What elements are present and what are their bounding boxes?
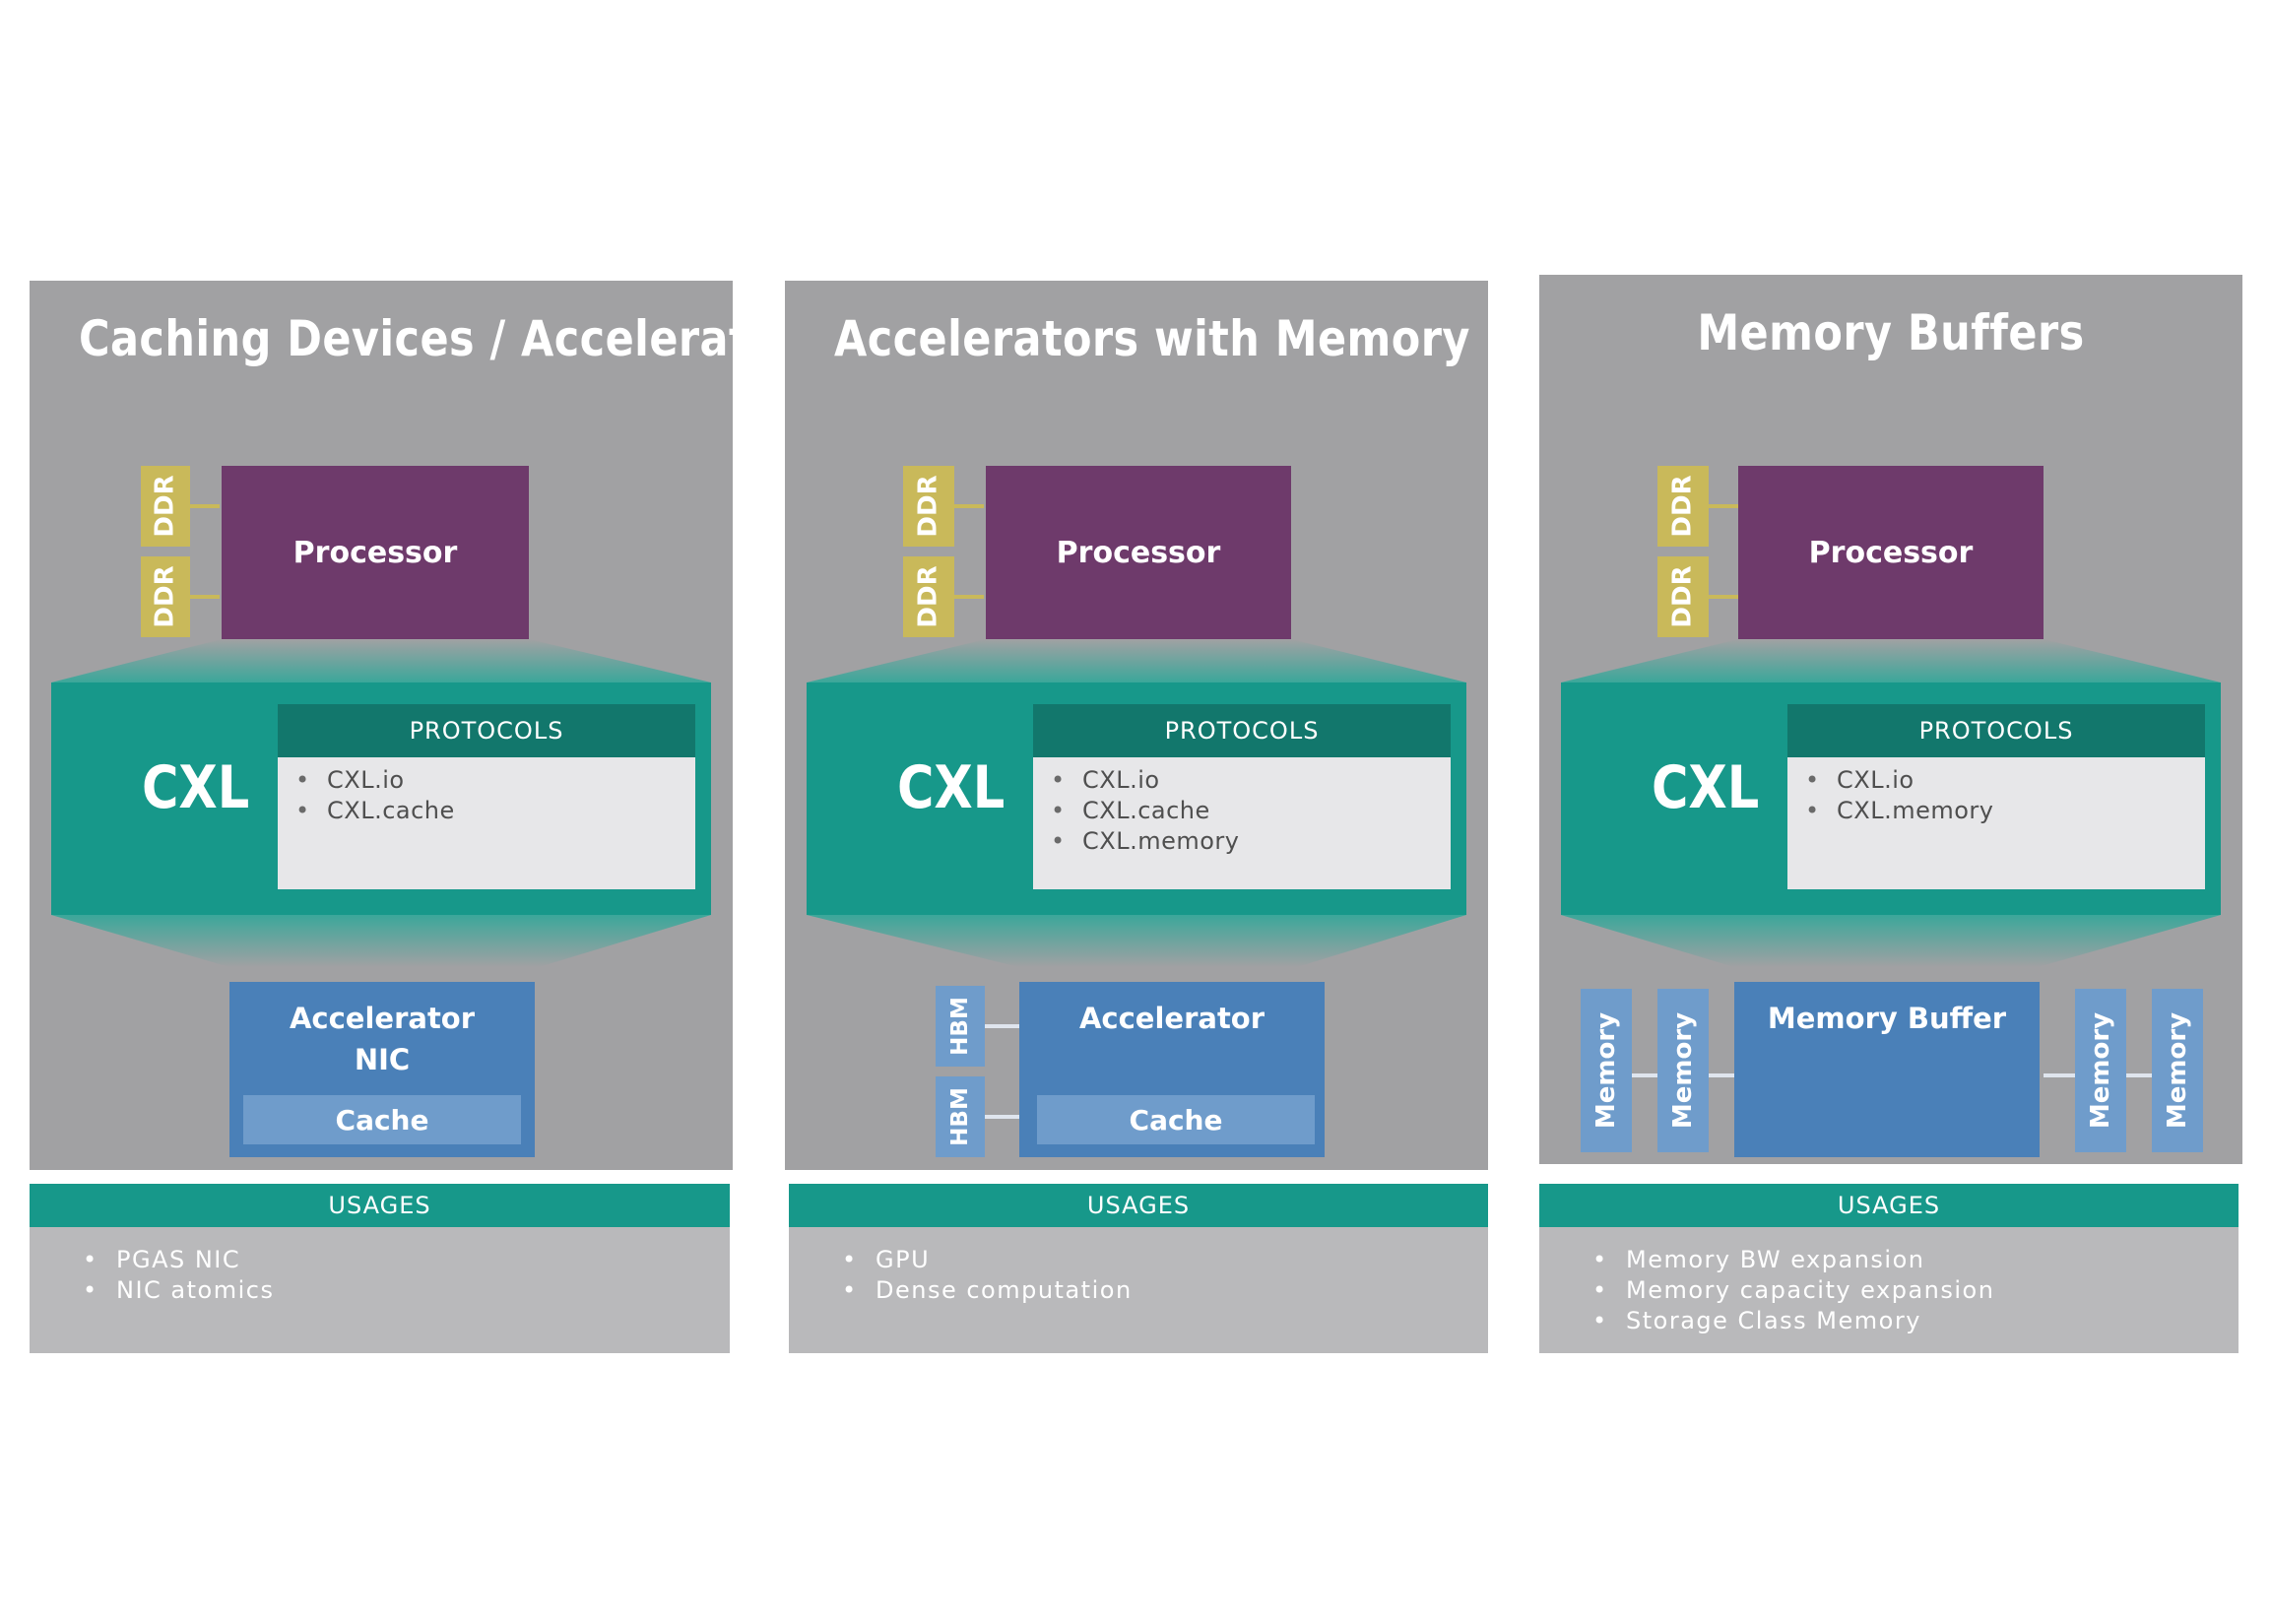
memory-connector: [1709, 1073, 1734, 1077]
protocols-box: PROTOCOLS CXL.io CXL.cache CXL.memory: [1033, 704, 1451, 889]
ddr-label: DDR: [1668, 475, 1698, 538]
usages-header: USAGES: [30, 1184, 730, 1227]
usages-list: Memory BW expansion Memory capacity expa…: [1539, 1227, 2239, 1336]
memory-module: Memory: [2152, 989, 2203, 1152]
device-label: Accelerator: [1078, 1002, 1265, 1035]
memory-connector: [2044, 1073, 2075, 1077]
memory-connector: [1632, 1073, 1657, 1077]
protocol-item: CXL.io: [1805, 765, 2205, 796]
cxl-label: CXL: [897, 753, 1006, 822]
ddr-connector: [190, 504, 220, 508]
panel-title: Memory Buffers: [1697, 304, 2085, 361]
protocol-item: CXL.memory: [1051, 826, 1451, 857]
cxl-link-fan: [807, 639, 1466, 967]
panel-title: Caching Devices / Accelerators: [78, 310, 826, 367]
memory-label: Memory: [2086, 1011, 2116, 1130]
device-sublabel: NIC: [354, 1043, 411, 1076]
memory-module: Memory: [2075, 989, 2126, 1152]
protocol-item: CXL.cache: [1051, 796, 1451, 826]
usage-item: NIC atomics: [83, 1275, 730, 1306]
usage-item: PGAS NIC: [83, 1245, 730, 1275]
cache-block: Cache: [243, 1095, 521, 1144]
protocol-item: CXL.io: [1051, 765, 1451, 796]
usages-list: PGAS NIC NIC atomics: [30, 1227, 730, 1306]
usages-box: GPU Dense computation: [789, 1227, 1488, 1353]
protocol-item: CXL.cache: [295, 796, 695, 826]
ddr-module: DDR: [141, 466, 190, 547]
ddr-label: DDR: [914, 565, 943, 628]
ddr-label: DDR: [151, 475, 180, 538]
protocols-header: PROTOCOLS: [278, 704, 695, 757]
memory-buffer-block: Memory Buffer: [1734, 982, 2040, 1157]
usage-item: Dense computation: [842, 1275, 1488, 1306]
accelerator-block: Accelerator Cache: [1019, 982, 1325, 1157]
processor-block: Processor: [1738, 466, 2044, 639]
device-label: Memory Buffer: [1767, 1002, 2007, 1035]
usage-item: Storage Class Memory: [1592, 1306, 2239, 1336]
hbm-label: HBM: [947, 1087, 974, 1146]
protocols-box: PROTOCOLS CXL.io CXL.memory: [1787, 704, 2205, 889]
hbm-module: HBM: [936, 1076, 985, 1157]
ddr-connector: [954, 504, 984, 508]
ddr-label: DDR: [914, 475, 943, 538]
protocols-box: PROTOCOLS CXL.io CXL.cache: [278, 704, 695, 889]
ddr-connector: [1709, 595, 1738, 599]
protocols-header: PROTOCOLS: [1033, 704, 1451, 757]
hbm-module: HBM: [936, 986, 985, 1067]
ddr-module: DDR: [903, 466, 954, 547]
ddr-label: DDR: [1668, 565, 1698, 628]
memory-label: Memory: [2163, 1011, 2193, 1130]
protocols-header: PROTOCOLS: [1787, 704, 2205, 757]
hbm-label: HBM: [947, 997, 974, 1056]
memory-module: Memory: [1657, 989, 1709, 1152]
usages-box: PGAS NIC NIC atomics: [30, 1227, 730, 1353]
usages-header: USAGES: [1539, 1184, 2239, 1227]
cache-label: Cache: [1129, 1103, 1223, 1137]
processor-label: Processor: [292, 535, 458, 570]
protocols-list: CXL.io CXL.memory: [1787, 757, 2205, 826]
processor-block: Processor: [986, 466, 1291, 639]
device-label: Accelerator: [289, 1002, 476, 1035]
usage-item: GPU: [842, 1245, 1488, 1275]
usage-item: Memory capacity expansion: [1592, 1275, 2239, 1306]
protocols-list: CXL.io CXL.cache: [278, 757, 695, 826]
protocols-list: CXL.io CXL.cache CXL.memory: [1033, 757, 1451, 857]
ddr-connector: [954, 595, 984, 599]
processor-block: Processor: [222, 466, 529, 639]
cxl-label: CXL: [142, 753, 250, 822]
usages-box: Memory BW expansion Memory capacity expa…: [1539, 1227, 2239, 1353]
cxl-link-fan: [1561, 639, 2221, 967]
memory-module: Memory: [1581, 989, 1632, 1152]
ddr-connector: [190, 595, 220, 599]
memory-label: Memory: [1668, 1011, 1699, 1130]
panel-title: Accelerators with Memory: [833, 310, 1470, 367]
ddr-module: DDR: [141, 556, 190, 637]
panel-caching-devices: Caching Devices / Accelerators DDR DDR P…: [30, 281, 826, 1170]
usages-list: GPU Dense computation: [789, 1227, 1488, 1306]
memory-connector: [2126, 1073, 2152, 1077]
protocol-item: CXL.io: [295, 765, 695, 796]
ddr-connector: [1709, 504, 1738, 508]
panel-memory-buffers: Memory Buffers DDR DDR Processor CXL PRO…: [1539, 275, 2242, 1164]
cache-block: Cache: [1037, 1095, 1315, 1144]
ddr-module: DDR: [1657, 466, 1709, 547]
protocol-item: CXL.memory: [1805, 796, 2205, 826]
memory-label: Memory: [1591, 1011, 1622, 1130]
ddr-module: DDR: [1657, 556, 1709, 637]
panel-accelerators-memory: Accelerators with Memory DDR DDR Process…: [785, 281, 1488, 1170]
ddr-module: DDR: [903, 556, 954, 637]
processor-label: Processor: [1056, 535, 1221, 570]
processor-label: Processor: [1808, 535, 1974, 570]
ddr-label: DDR: [151, 565, 180, 628]
hbm-connector: [985, 1115, 1019, 1119]
cxl-link-fan: [51, 639, 711, 967]
accelerator-nic-block: Accelerator NIC Cache: [229, 982, 535, 1157]
usages-header: USAGES: [789, 1184, 1488, 1227]
cxl-label: CXL: [1652, 753, 1760, 822]
cache-label: Cache: [335, 1103, 429, 1137]
hbm-connector: [985, 1024, 1019, 1028]
usage-item: Memory BW expansion: [1592, 1245, 2239, 1275]
